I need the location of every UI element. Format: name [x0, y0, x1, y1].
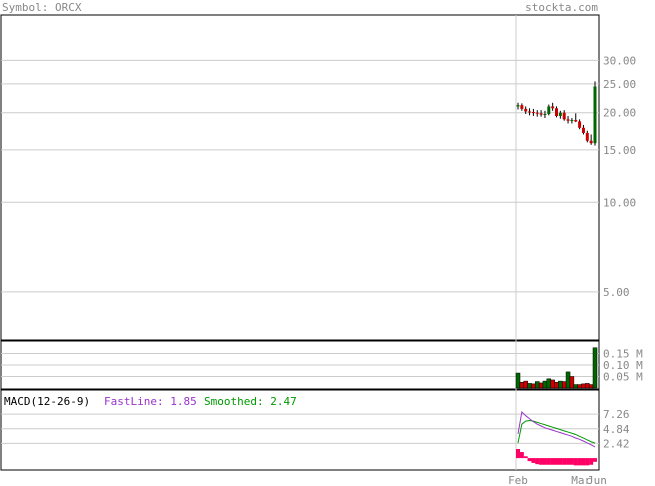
macd-histogram-bar [546, 458, 551, 465]
candle-body [581, 127, 585, 133]
macd-histogram-bar [531, 458, 536, 463]
volume-bar [569, 376, 575, 389]
macd-histogram-bar [585, 458, 590, 466]
macd-histogram-bar [535, 458, 540, 465]
macd-histogram-bar [573, 458, 578, 466]
macd-histogram-bar [558, 458, 563, 465]
candle-body [585, 132, 589, 141]
price-tick-label: 10.00 [603, 196, 636, 209]
macd-histogram-bar [554, 458, 559, 465]
candle-body [593, 86, 597, 144]
macd-tick-label: 2.42 [603, 437, 630, 450]
x-tick-label: Feb [508, 474, 528, 486]
volume-bar [535, 381, 540, 389]
volume-bar [546, 378, 552, 389]
volume-bar [581, 383, 586, 389]
macd-histogram-bar [542, 458, 547, 465]
volume-bar [523, 380, 528, 389]
volume-bars [515, 347, 598, 389]
macd-histogram-bar [523, 456, 528, 459]
volume-tick-label: 0.10 M [603, 359, 643, 372]
price-tick-label: 25.00 [603, 78, 636, 91]
candle-body [520, 105, 524, 109]
y-axis-labels: 30.00 25.00 20.00 15.00 10.00 5.00 0.15 M0.10 … [603, 54, 643, 450]
macd-tick-label: 7.26 [603, 408, 630, 421]
macd-histogram-bar [581, 458, 586, 466]
volume-bar [588, 384, 594, 389]
candle-body [566, 119, 570, 121]
candle-body [524, 108, 528, 112]
candle-body [539, 113, 543, 115]
smoothed-line [517, 420, 596, 444]
candle-body [574, 120, 578, 122]
volume-bar [519, 382, 525, 389]
volume-tick-label: 0.05 M [603, 371, 643, 384]
macd-histogram-bar [550, 458, 555, 465]
fastline-line [517, 411, 596, 448]
volume-bar [592, 347, 598, 389]
volume-bar [573, 384, 578, 389]
volume-bar [515, 372, 521, 389]
candle-body [551, 106, 555, 109]
x-tick-label: Jun [587, 474, 607, 486]
volume-grid [1, 353, 599, 377]
volume-bar [585, 383, 590, 389]
macd-histogram-bar [577, 458, 582, 466]
symbol-label: Symbol: ORCX [2, 1, 82, 14]
candle-body [562, 112, 566, 120]
macd-histogram-bar [519, 452, 524, 459]
macd-histogram-bar [566, 458, 571, 465]
candle-body [578, 121, 582, 128]
price-tick-label: 5.00 [603, 286, 630, 299]
price-tick-label: 30.00 [603, 54, 636, 67]
volume-bar [527, 383, 532, 389]
candlesticks [516, 81, 597, 146]
macd-histogram-bar [569, 458, 574, 465]
volume-bar [561, 381, 567, 389]
macd-panel [0, 389, 600, 471]
macd-lines [517, 411, 596, 448]
volume-bar [550, 379, 555, 389]
macd-tick-label: 4.84 [603, 423, 630, 436]
candle-body [558, 112, 562, 116]
macd-histogram-bar [516, 449, 520, 459]
candle-body [589, 140, 593, 144]
macd-histogram-bar [562, 458, 567, 465]
macd-histogram-bar [589, 458, 594, 465]
macd-title: MACD(12-26-9) [4, 395, 90, 408]
macd-histogram [516, 449, 597, 466]
x-tick-label: Mar [571, 474, 591, 486]
candle-body [516, 105, 520, 107]
brand-label: stockta.com [525, 1, 598, 14]
volume-bar [565, 371, 571, 389]
price-panel [0, 14, 600, 341]
candle-body [531, 112, 535, 114]
candle-body [555, 108, 558, 116]
macd-histogram-bar [539, 458, 544, 465]
macd-histogram-bar [593, 458, 597, 462]
fastline-label: FastLine: 1.85 [104, 395, 197, 408]
candle-body [535, 112, 539, 114]
candle-body [543, 114, 547, 116]
candle-body [528, 111, 532, 113]
volume-bar [538, 382, 544, 389]
volume-bar [558, 380, 563, 389]
price-tick-label: 20.00 [603, 107, 636, 120]
volume-bar [531, 383, 536, 389]
price-grid [1, 59, 599, 293]
macd-histogram-bar [527, 458, 532, 462]
candle-body [547, 106, 551, 115]
macd-grid [1, 413, 599, 444]
candle-body [570, 120, 574, 122]
smoothed-label: Smoothed: 2.47 [204, 395, 297, 408]
volume-bar [577, 384, 582, 389]
volume-tick-label: 0.15 M [603, 348, 643, 361]
volume-bar [554, 382, 559, 389]
volume-bar [542, 380, 548, 389]
price-tick-label: 15.00 [603, 144, 636, 157]
